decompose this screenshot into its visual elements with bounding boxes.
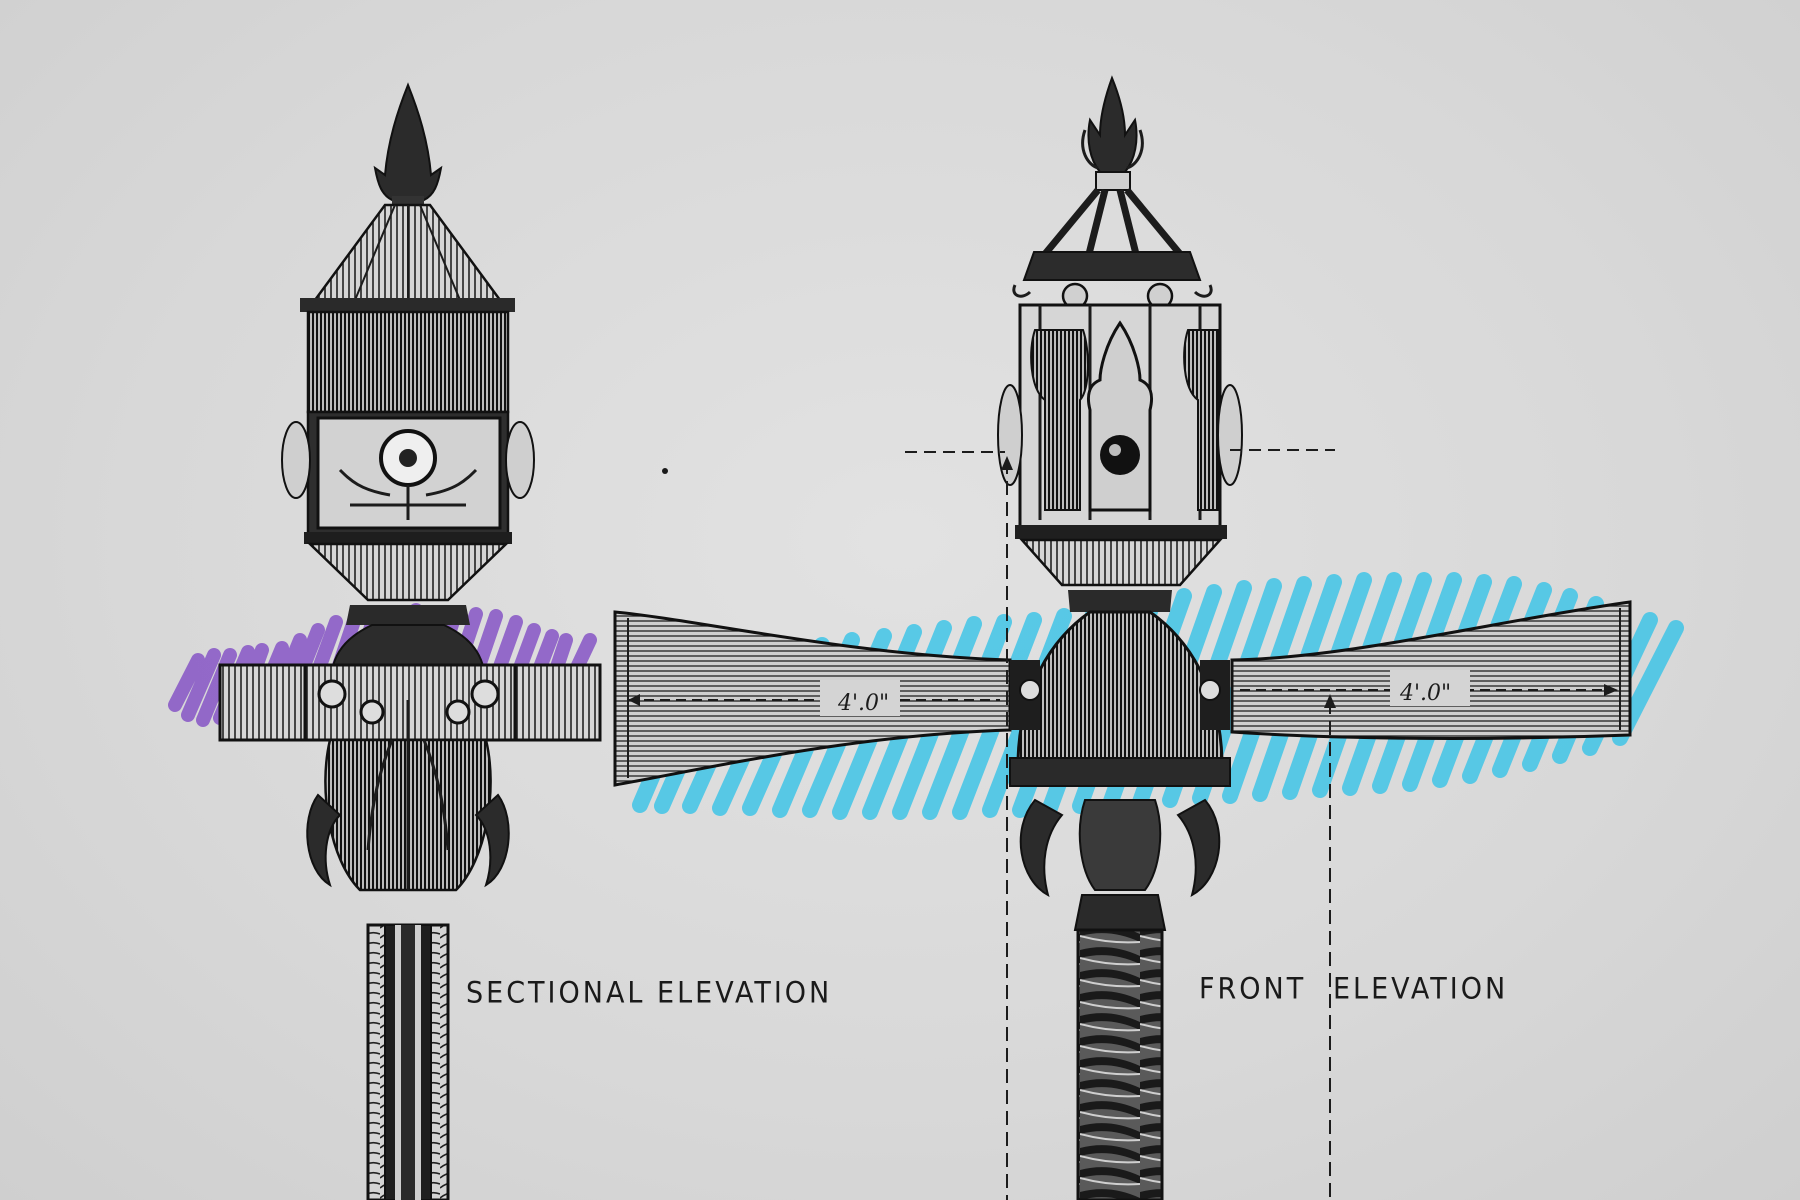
sectional-lamp — [218, 82, 668, 1200]
left-finial — [373, 82, 443, 201]
left-funnel — [306, 542, 510, 602]
front-lamp: 4'.0" — [997, 75, 1632, 1200]
right-arm-dimension: 4'.0" — [1399, 681, 1451, 706]
left-arm-dimension: 4'.0" — [837, 691, 889, 716]
right-twisted-shaft — [1076, 928, 1164, 1200]
left-crossbar — [218, 663, 602, 742]
right-finial — [1087, 75, 1138, 173]
front-elevation-caption-elevation: ELEVATION — [1333, 972, 1509, 1007]
sectional-elevation-caption: SECTIONAL ELEVATION — [466, 976, 833, 1011]
dimension-lines — [905, 449, 1336, 1200]
right-funnel — [1019, 538, 1223, 587]
left-lantern-body — [306, 310, 510, 414]
front-left-arm: 4'.0" — [613, 610, 1012, 787]
front-elevation-caption-front: FRONT — [1199, 972, 1307, 1007]
